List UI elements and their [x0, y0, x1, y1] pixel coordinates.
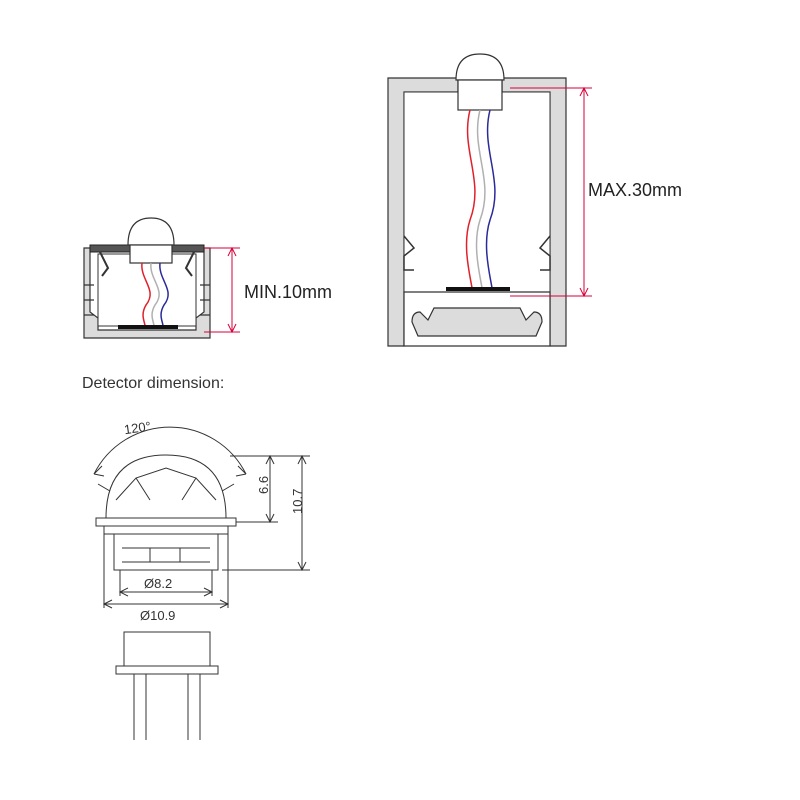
detector-heading: Detector dimension:	[82, 375, 224, 392]
large-clip-left	[403, 235, 416, 271]
small-pcb	[118, 325, 178, 329]
outer-diameter-label: Ø10.9	[140, 608, 175, 623]
detector-body-lines	[122, 547, 210, 563]
large-profile-bottom-channel	[411, 307, 543, 337]
side-view-base	[115, 665, 219, 675]
dome-height-dim	[230, 454, 278, 524]
side-view-leads	[133, 674, 201, 740]
small-detector-base	[129, 244, 173, 264]
small-wire-gray	[150, 262, 160, 327]
large-detector-base	[457, 79, 503, 111]
large-wire-blue	[485, 109, 496, 289]
small-profile-clip-left	[99, 251, 110, 277]
detector-flange	[95, 517, 237, 527]
max-height-label: MAX.30mm	[588, 180, 682, 200]
detector-flange-lip	[103, 525, 229, 535]
small-wire-red	[141, 262, 151, 327]
detector-dome	[105, 454, 227, 519]
detector-drawing	[93, 426, 310, 740]
total-height-dim	[222, 454, 310, 572]
angle-arc	[93, 426, 247, 475]
inner-diameter-label: Ø8.2	[144, 576, 172, 591]
small-profile-fins-left	[84, 284, 94, 316]
large-wire-red	[465, 109, 476, 289]
dome-height-label: 6.6	[256, 476, 271, 494]
side-view-body	[123, 631, 211, 667]
max-dimension-line	[510, 86, 592, 298]
small-profile: MIN.10mm	[83, 217, 332, 339]
detector-body	[113, 533, 219, 571]
small-wire-blue	[159, 262, 169, 327]
outer-diameter-dim	[102, 534, 230, 609]
min-dimension-line	[204, 246, 240, 334]
dome-facets	[115, 467, 217, 501]
total-height-label: 10.7	[290, 489, 305, 514]
min-height-label: MIN.10mm	[244, 282, 332, 302]
large-wire-gray	[475, 109, 486, 289]
large-profile: MAX.30mm	[387, 53, 682, 347]
angle-label: 120°	[123, 419, 152, 438]
large-clip-right	[538, 235, 551, 271]
large-detector-dome	[455, 53, 505, 81]
small-profile-fins-right	[200, 284, 210, 316]
small-detector-dome	[127, 217, 175, 246]
small-profile-inner	[97, 253, 197, 327]
small-profile-clip-right	[184, 251, 195, 277]
angle-arrows	[93, 465, 247, 477]
inner-diameter-dim	[118, 570, 214, 597]
large-pcb	[446, 287, 510, 291]
